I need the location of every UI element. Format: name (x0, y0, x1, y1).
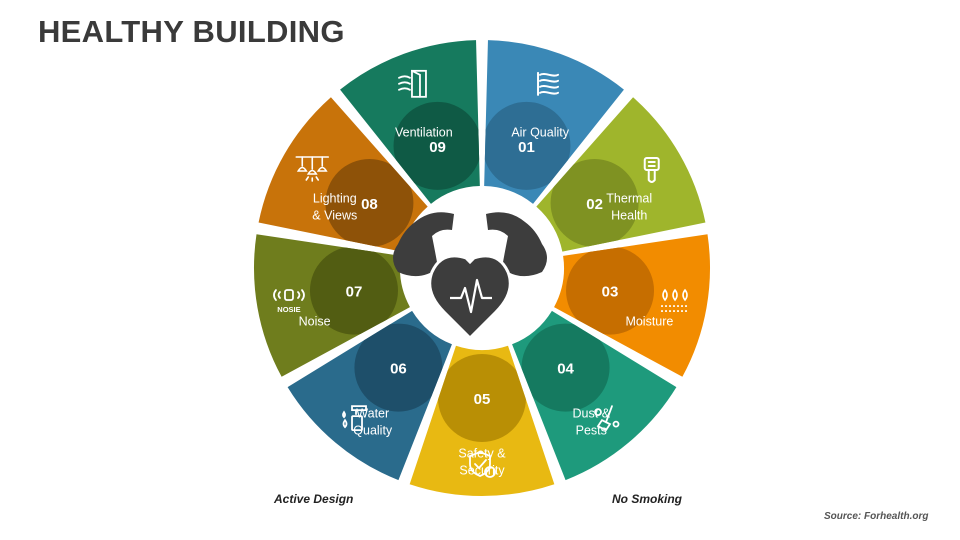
segment-label: Lighting (313, 192, 357, 206)
segment-number: 05 (474, 391, 491, 408)
segment-label: Dust & (573, 407, 611, 421)
segment-number: 09 (429, 139, 446, 156)
active-design-caption: Active Design (274, 492, 353, 506)
segment-number: 02 (586, 196, 603, 213)
segment-label: Thermal (606, 192, 652, 206)
segment-label: Pests (576, 424, 607, 438)
segment-number: 06 (390, 361, 407, 378)
segment-label: Water (356, 407, 389, 421)
segment-number: 08 (361, 196, 378, 213)
no-smoking-caption: No Smoking (612, 492, 682, 506)
source-note: Source: Forhealth.org (824, 511, 928, 522)
segment-label: Security (459, 464, 505, 478)
segment-number: 04 (557, 361, 574, 378)
segment-label: Noise (299, 315, 331, 329)
segment-number: 01 (518, 139, 535, 156)
segment-number: 07 (346, 284, 363, 301)
segment-label: Ventilation (395, 125, 453, 139)
segment-label: Health (611, 209, 647, 223)
segment-number: 03 (602, 284, 619, 301)
noise-icon-label: NOSIE (277, 305, 300, 314)
segment-label: & Views (312, 209, 357, 223)
segment-label: Quality (353, 424, 393, 438)
segment-label: Safety & (458, 447, 506, 461)
segment-label: Moisture (625, 315, 673, 329)
segment-label: Air Quality (511, 125, 569, 139)
